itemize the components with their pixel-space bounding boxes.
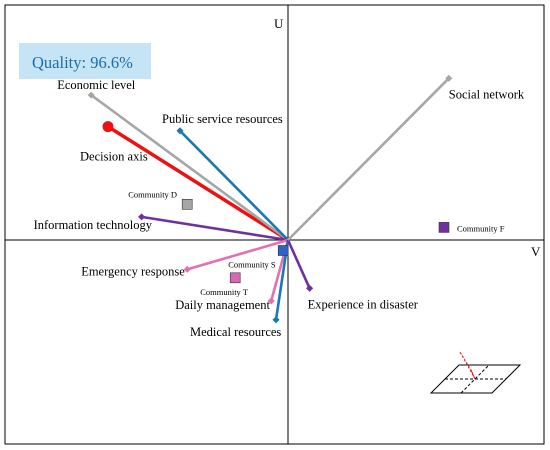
criterion-label-emergency-response: Emergency response xyxy=(81,264,185,278)
criterion-marker-economic-level xyxy=(87,91,95,99)
criterion-label-social-network: Social network xyxy=(449,87,525,101)
alternatives-layer: Community D Community F Community S Communi… xyxy=(128,189,505,296)
criterion-marker-daily-management xyxy=(267,297,275,305)
alternative-label-community-d: Community D xyxy=(128,189,177,199)
criterion-label-public-service-resources: Public service resources xyxy=(162,112,283,126)
u-axis-label: U xyxy=(274,16,284,31)
criterion-marker-experience-in-disaster xyxy=(306,284,314,292)
criterion-line-public-service-resources xyxy=(179,129,289,241)
v-axis-label: V xyxy=(531,244,541,259)
criterion-line-experience-in-disaster xyxy=(286,239,311,289)
quality-label: Quality: 96.6% xyxy=(32,53,133,72)
alternative-label-community-f: Community F xyxy=(457,223,505,233)
alternative-marker-community-s xyxy=(277,245,289,256)
decision-axis-label: Decision axis xyxy=(80,150,148,164)
decision-axis-line xyxy=(107,125,289,242)
alternative-marker-community-t xyxy=(229,272,241,284)
plot-frame xyxy=(4,4,545,445)
alternative-marker-community-f xyxy=(438,222,450,233)
criterion-label-medical-resources: Medical resources xyxy=(190,325,281,339)
criterion-line-economic-level xyxy=(90,94,289,242)
quality-badge xyxy=(19,43,151,79)
decision-axis-marker xyxy=(102,121,114,133)
criterion-line-information-technology xyxy=(141,215,289,242)
criterion-marker-information-technology xyxy=(138,213,146,221)
criterion-label-information-technology: Information technology xyxy=(34,218,153,232)
plane-projection-icon xyxy=(429,351,522,394)
criterion-marker-emergency-response xyxy=(183,265,191,273)
alternative-label-community-t: Community T xyxy=(200,287,249,297)
criterion-marker-social-network xyxy=(445,74,453,82)
criterion-label-experience-in-disaster: Experience in disaster xyxy=(308,297,419,311)
alternative-marker-community-d xyxy=(181,199,193,210)
criterion-line-social-network xyxy=(287,77,450,241)
alternative-label-community-s: Community S xyxy=(228,260,276,270)
criterion-label-daily-management: Daily management xyxy=(175,298,270,312)
criterion-marker-medical-resources xyxy=(272,316,280,324)
criterion-line-emergency-response xyxy=(186,238,289,271)
criterion-label-economic-level: Economic level xyxy=(57,78,136,92)
criterion-marker-public-service-resources xyxy=(176,127,184,135)
